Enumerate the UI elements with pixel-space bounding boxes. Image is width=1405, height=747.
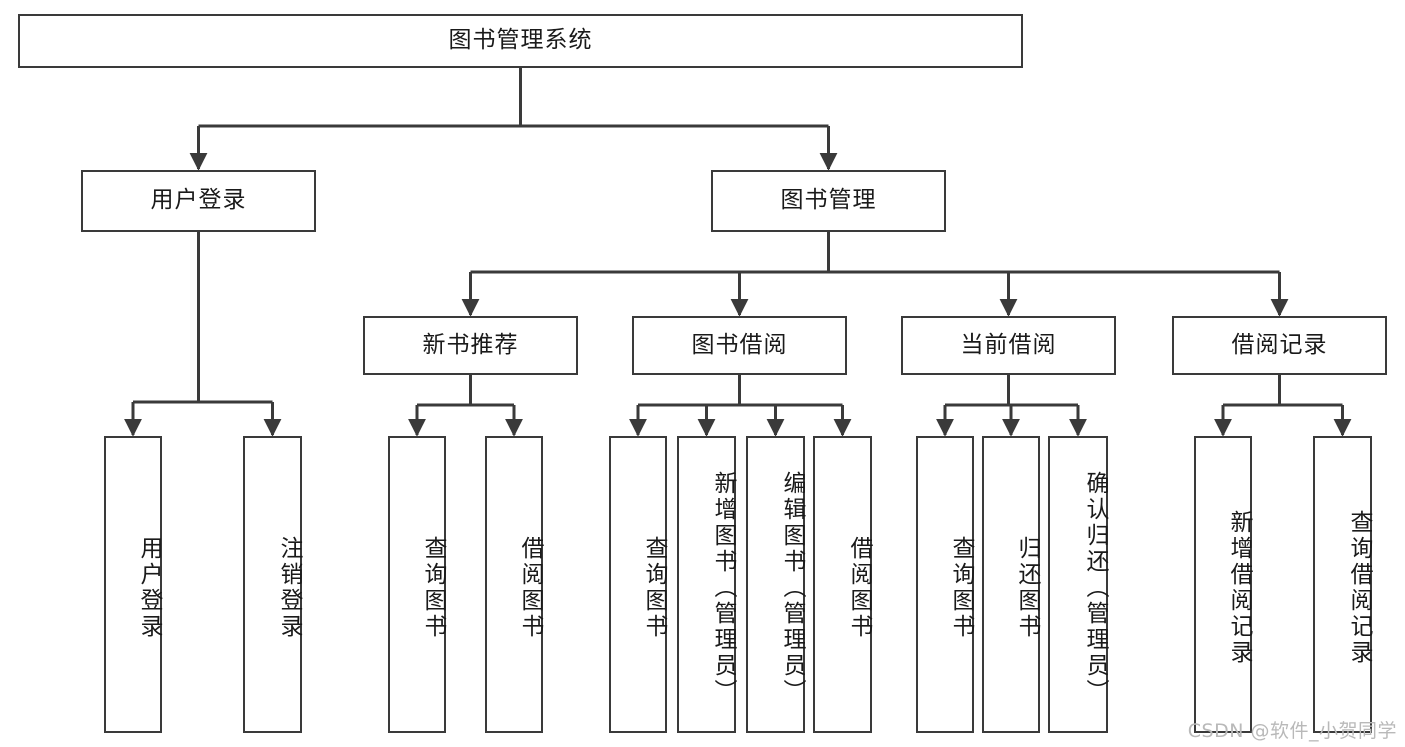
node-label: 图书借阅 bbox=[691, 331, 788, 358]
node-leaf-return-book[interactable]: 归还图书 bbox=[982, 436, 1040, 733]
node-leaf-query-book-borrow[interactable]: 查询图书 bbox=[609, 436, 667, 733]
node-label: 注销登录 bbox=[276, 535, 302, 640]
node-label: 图书管理 bbox=[780, 187, 877, 214]
node-label: 用户登录 bbox=[150, 187, 247, 214]
node-label: 查询图书 bbox=[420, 535, 446, 640]
node-user-login[interactable]: 用户登录 bbox=[81, 170, 316, 232]
node-label: 新书推荐 bbox=[422, 331, 519, 358]
csdn-watermark: CSDN @软件_小贺同学 bbox=[1187, 720, 1397, 742]
node-label: 借阅图书 bbox=[517, 535, 543, 640]
node-book-borrow[interactable]: 图书借阅 bbox=[632, 316, 847, 375]
node-label: 确认归还（管理员） bbox=[1082, 470, 1108, 705]
node-leaf-borrow-book-rec[interactable]: 借阅图书 bbox=[485, 436, 543, 733]
node-leaf-user-logout[interactable]: 注销登录 bbox=[243, 436, 302, 733]
node-label: 新增借阅记录 bbox=[1226, 509, 1252, 666]
node-label: 查询图书 bbox=[641, 535, 667, 640]
node-label: 借阅记录 bbox=[1231, 331, 1328, 358]
node-label: 编辑图书（管理员） bbox=[779, 470, 805, 705]
node-new-book-recommend[interactable]: 新书推荐 bbox=[363, 316, 578, 375]
node-leaf-query-borrow-record[interactable]: 查询借阅记录 bbox=[1313, 436, 1372, 733]
node-leaf-borrow-book[interactable]: 借阅图书 bbox=[813, 436, 872, 733]
node-leaf-edit-book-admin[interactable]: 编辑图书（管理员） bbox=[746, 436, 805, 733]
node-root-system[interactable]: 图书管理系统 bbox=[18, 14, 1023, 68]
node-label: 查询借阅记录 bbox=[1346, 509, 1372, 666]
node-label: 新增图书（管理员） bbox=[710, 470, 736, 705]
node-label: 借阅图书 bbox=[846, 535, 872, 640]
node-leaf-add-book-admin[interactable]: 新增图书（管理员） bbox=[677, 436, 736, 733]
node-leaf-confirm-return-admin[interactable]: 确认归还（管理员） bbox=[1048, 436, 1108, 733]
node-leaf-add-borrow-record[interactable]: 新增借阅记录 bbox=[1194, 436, 1252, 733]
node-label: 归还图书 bbox=[1014, 535, 1040, 640]
node-leaf-user-login[interactable]: 用户登录 bbox=[104, 436, 162, 733]
node-leaf-query-book-rec[interactable]: 查询图书 bbox=[388, 436, 446, 733]
node-borrow-record[interactable]: 借阅记录 bbox=[1172, 316, 1387, 375]
node-label: 用户登录 bbox=[136, 535, 162, 640]
node-label: 图书管理系统 bbox=[448, 27, 593, 54]
node-current-borrow[interactable]: 当前借阅 bbox=[901, 316, 1116, 375]
node-leaf-query-book-current[interactable]: 查询图书 bbox=[916, 436, 974, 733]
node-label: 当前借阅 bbox=[960, 331, 1057, 358]
node-book-manage[interactable]: 图书管理 bbox=[711, 170, 946, 232]
node-label: 查询图书 bbox=[948, 535, 974, 640]
